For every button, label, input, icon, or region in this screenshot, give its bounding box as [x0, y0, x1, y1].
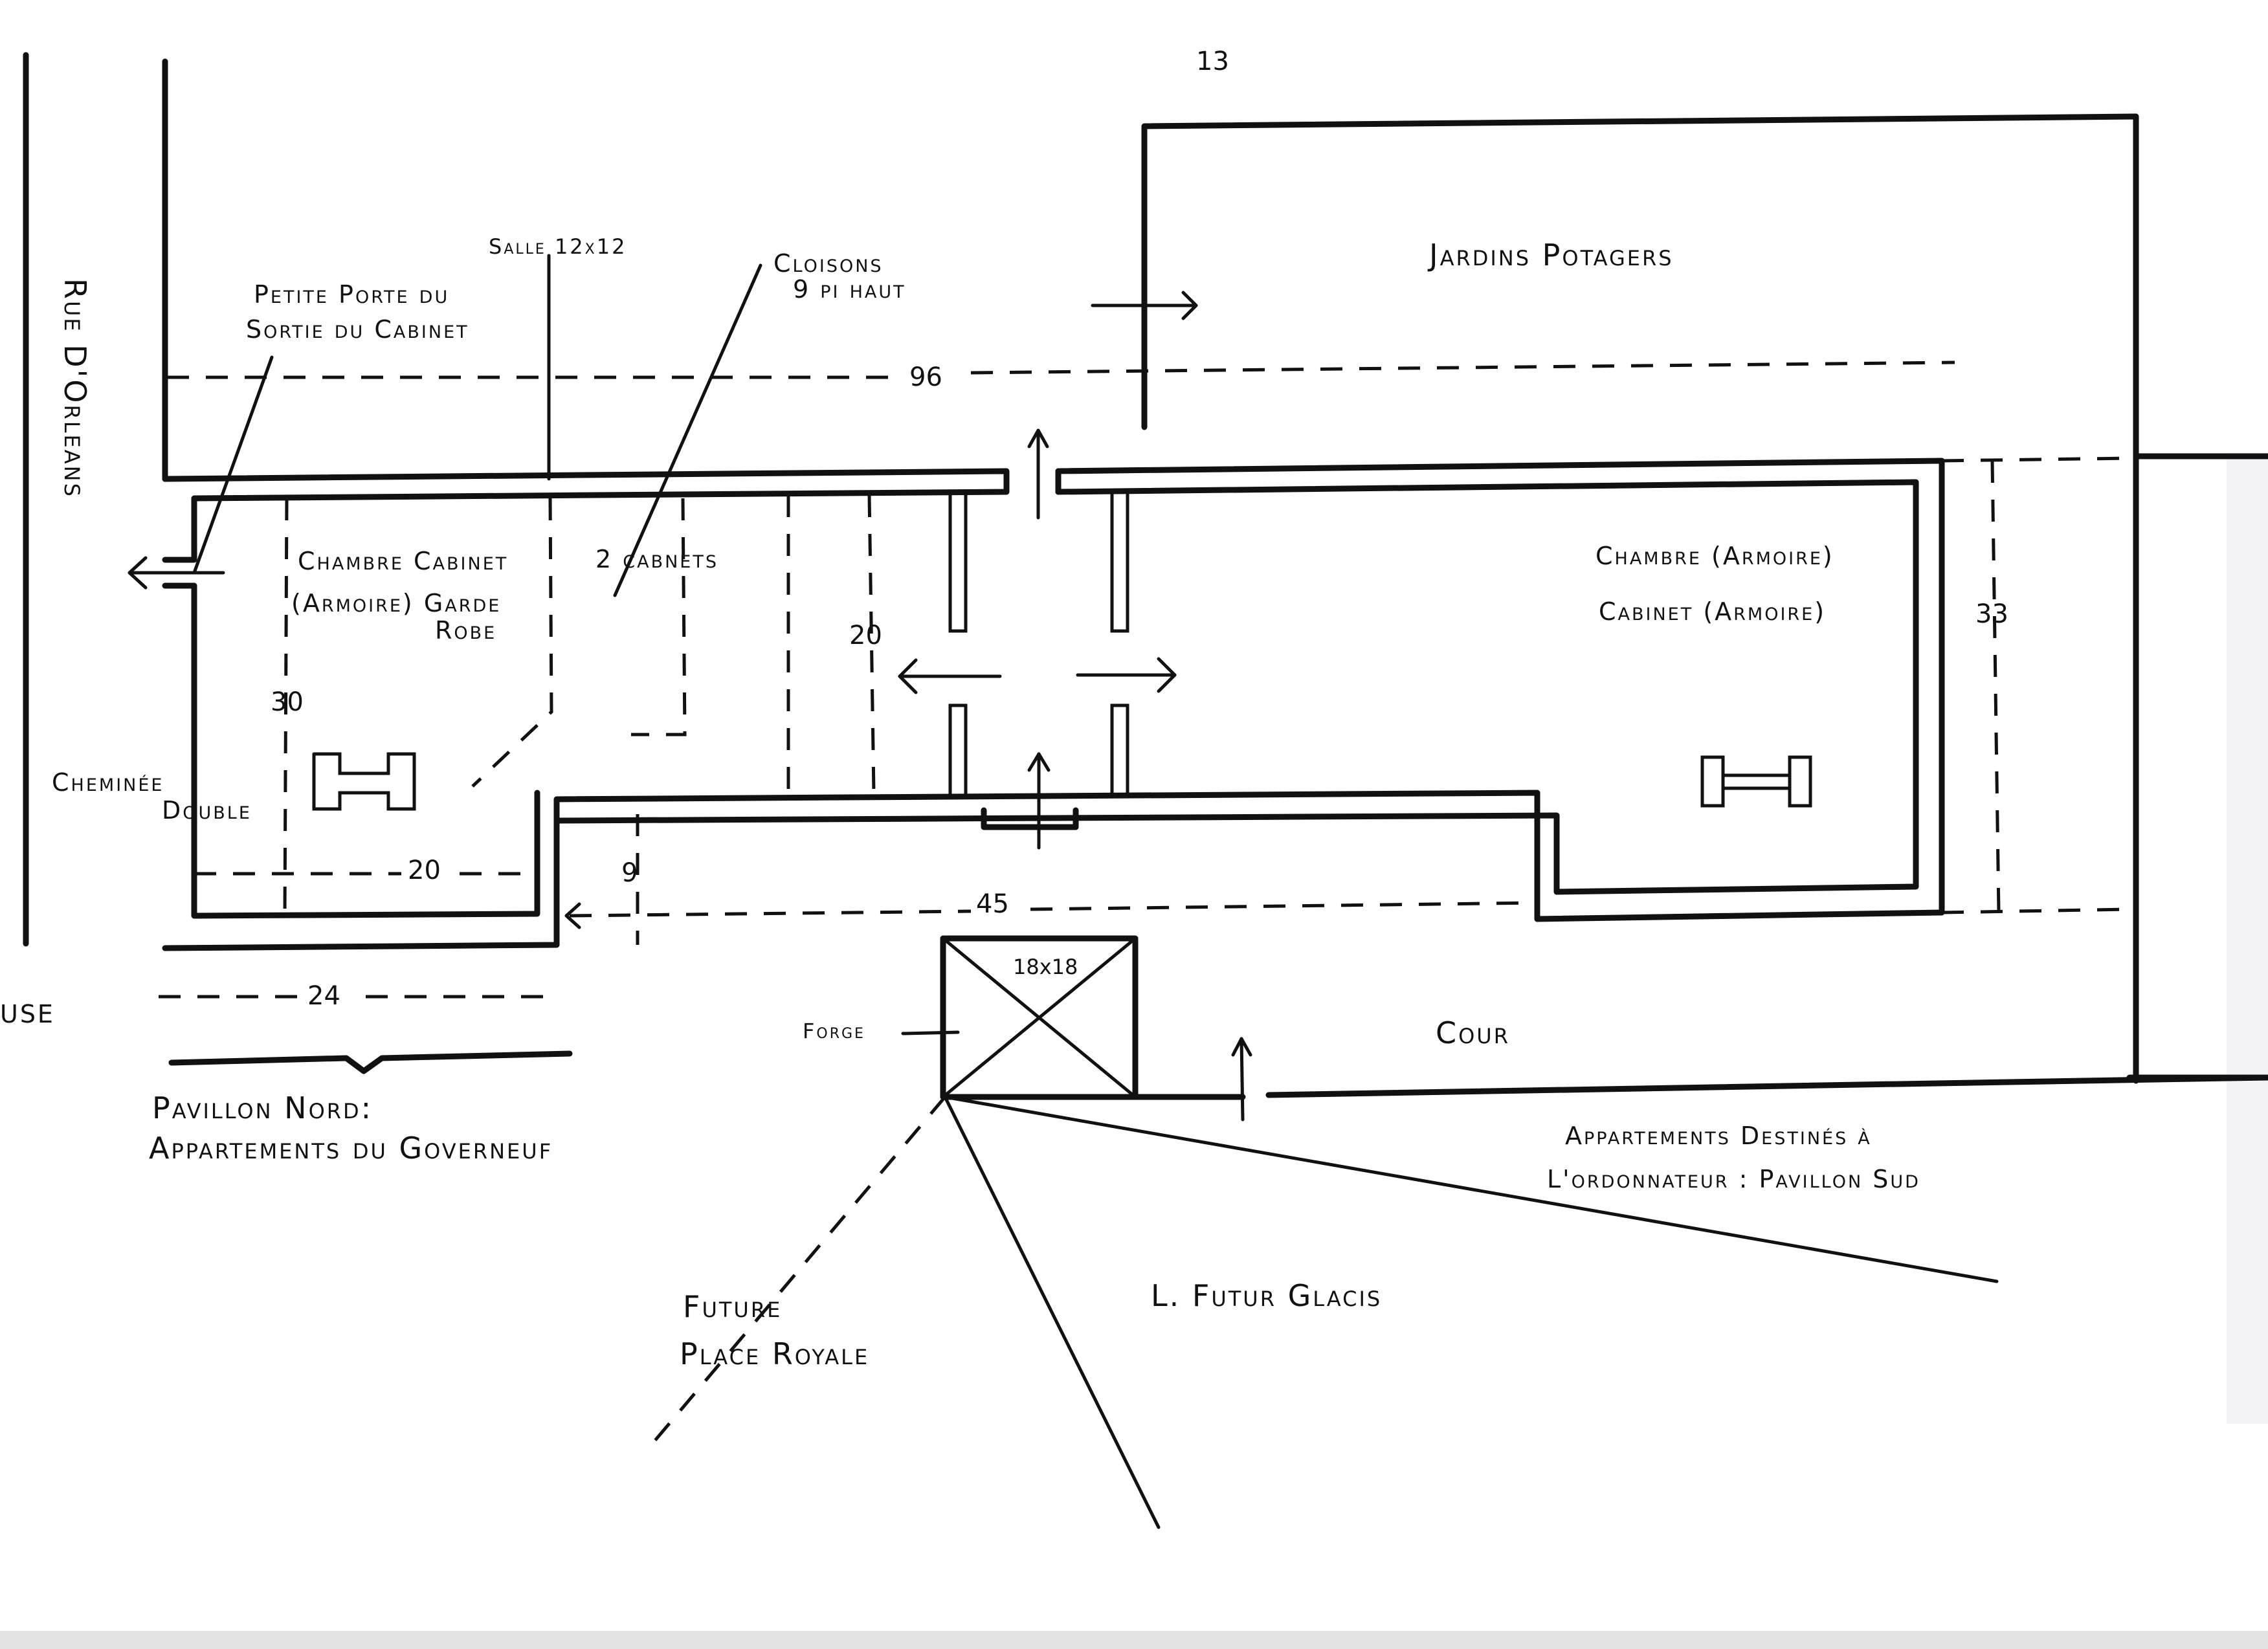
partition-label-line2: 9 pi haut [793, 275, 906, 304]
north-room-label-line2: (Armoire) Garde [291, 589, 501, 617]
north-inner-wall [162, 582, 540, 919]
dim-south-depth: 33 [1975, 599, 2008, 629]
dim-96-right [970, 360, 1955, 375]
north-wall-top [162, 468, 1010, 563]
north-arrow-head-icon [1027, 428, 1049, 448]
street-label: Rue D'Orleans [58, 278, 93, 498]
forge-size-label: 18x18 [1013, 955, 1078, 979]
north-room-partition-1 [283, 498, 289, 916]
door-label-line1: Petite Porte du [254, 280, 449, 309]
gardens-label: Jardins Potagers [1427, 238, 1674, 272]
main-outer-wall [162, 458, 1945, 951]
dim-south-length: 45 [976, 889, 1009, 919]
glacis-label: L. Futur Glacis [1151, 1278, 1382, 1313]
future-place-label-line2: Place Royale [680, 1336, 869, 1371]
dim-center-width: 20 [849, 621, 882, 650]
center-partition-2 [867, 494, 876, 793]
dim-overall-length: 96 [909, 362, 942, 392]
north-room-label-line3: Robe [435, 616, 496, 645]
dim-45-right [1030, 901, 1538, 911]
cabinets-label: 2 cabnets [595, 545, 718, 573]
dim-street-frontage: 24 [307, 981, 340, 1011]
future-place-label-line1: Future [683, 1289, 782, 1324]
partition-label-line1: Cloisons [773, 249, 884, 278]
fireplace-north-icon [312, 752, 416, 811]
dim-north-depth: 30 [271, 687, 304, 717]
hall-pillar-sw [948, 703, 968, 798]
fireplace-label-line1: Cheminée [52, 768, 164, 797]
pavilion-brace [168, 1050, 573, 1074]
north-pavilion-title-line1: Pavillon Nord: [152, 1090, 373, 1125]
dim-north-width: 20 [408, 856, 441, 885]
hall-pillar-nw [948, 490, 968, 633]
garden-wall [1141, 113, 2139, 1084]
entry-arrow-head-icon [1027, 752, 1051, 772]
exit-arrow-head-icon [128, 556, 148, 590]
south-room-label-line2: Cabinet (Armoire) [1599, 597, 1826, 626]
dim-45-arrow-icon [564, 902, 581, 929]
garden-arrow-head-icon [1181, 291, 1198, 320]
court-arrow-head-icon [1231, 1037, 1252, 1057]
hall-pillar-ne [1110, 490, 1129, 633]
door-label-line2: Sortie du Cabinet [246, 315, 469, 344]
fireplace-south-icon [1700, 755, 1812, 808]
forge-box [940, 935, 1139, 1100]
south-inner-wall [553, 479, 1919, 895]
court-wall-east [1265, 1074, 2268, 1098]
forge-diagonal-2 [941, 936, 1137, 1099]
dim-33-top [1941, 456, 2130, 463]
dim-wing-depth: 9 [621, 858, 638, 888]
dim-33-bottom [1941, 907, 2130, 914]
south-pavilion-title-line2: L'ordonnateur : Pavillon Sud [1547, 1165, 1920, 1193]
paper-edge-shadow [2227, 453, 2268, 1424]
north-room-label-line1: Chambre Cabinet [298, 547, 508, 575]
north-pavilion-title-line2: Appartements du Governeuf [149, 1131, 553, 1166]
east-arrow-head-icon [1157, 657, 1177, 693]
north-room-partition-2 [471, 498, 553, 788]
salle-label: Salle 12x12 [489, 234, 627, 259]
door-leader-line [192, 355, 274, 575]
cabinets-partition [631, 498, 687, 736]
south-pavilion-title-line1: Appartements Destinés à [1565, 1122, 1872, 1150]
fireplace-label-line2: Double [162, 796, 252, 825]
hall-pillar-se [1110, 703, 1129, 798]
chimney-niche [981, 807, 1079, 830]
page-number: 13 [1196, 47, 1229, 76]
glacis-line-2 [943, 1095, 1999, 1283]
forge-leader-line [901, 1030, 960, 1035]
south-room-label-line1: Chambre (Armoire) [1595, 542, 1834, 570]
courtyard-label: Cour [1436, 1015, 1510, 1050]
court-arrow-icon [1240, 1037, 1245, 1122]
street-cut-label: USE [0, 1000, 55, 1028]
glacis-line-1 [943, 1095, 1161, 1529]
forge-label: Forge [803, 1019, 865, 1043]
partition-leader-line [613, 263, 762, 597]
scan-bottom-edge [0, 1631, 2268, 1649]
dim-45-left [569, 909, 972, 918]
west-arrow-head-icon [898, 658, 918, 694]
